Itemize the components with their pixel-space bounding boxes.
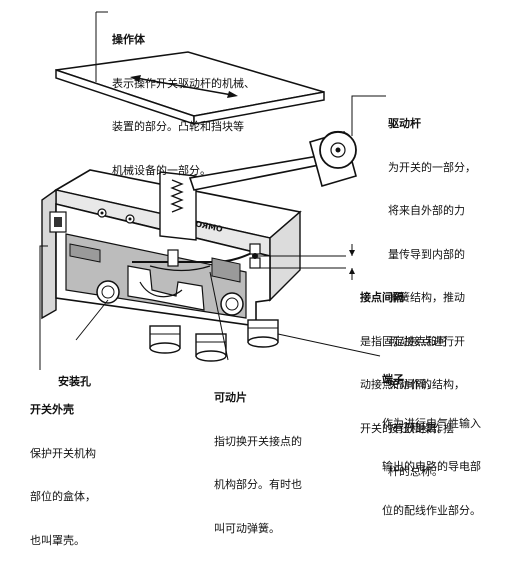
label-housing-line: 部位的盒体， — [30, 490, 96, 503]
label-movable-piece-line: 叫可动弹簧。 — [214, 521, 280, 535]
label-terminal: 端子 作为进行电气性输入 输出的电路的导电部 位的配线作业部分。 — [382, 344, 481, 533]
label-mounting-hole: 安装孔 — [58, 346, 91, 404]
label-lever-line: 为开关的一部分， — [388, 160, 476, 174]
actuator-plate — [55, 51, 325, 126]
label-actuator: 操作体 表示操作开关驱动杆的机械、 装置的部分。凸轮和挡块等 机械设备的一部分。 — [112, 4, 255, 193]
actuator-lever — [159, 130, 357, 241]
label-lever-line: 弹簧结构，推动 — [388, 291, 465, 304]
leader-terminal — [277, 333, 381, 357]
leader-housing — [39, 245, 48, 370]
microswitch-diagram: OMRON — [39, 11, 386, 370]
label-movable-piece-line: 指切换开关接点的 — [214, 434, 302, 448]
label-mounting-hole-title: 安装孔 — [58, 375, 91, 388]
label-terminal-line: 输出的电路的导电部 — [382, 460, 481, 473]
label-housing-line: 保护开关机构 — [30, 446, 96, 460]
label-movable-piece: 可动片 指切换开关接点的 机构部分。有时也 叫可动弹簧。 — [214, 362, 302, 551]
label-actuator-line: 装置的部分。凸轮和挡块等 — [112, 120, 244, 133]
terminal-3 — [247, 319, 279, 348]
label-housing-line: 也叫罩壳。 — [30, 533, 85, 547]
label-contact-gap-line: 动接点的间隔， — [360, 378, 437, 391]
label-movable-piece-line: 机构部分。有时也 — [214, 478, 302, 491]
label-lever-title: 驱动杆 — [388, 117, 421, 130]
label-actuator-title: 操作体 — [112, 33, 145, 46]
label-lever-line: 关动作的结构， — [388, 378, 465, 391]
internal-mechanism — [69, 243, 261, 316]
terminal-2 — [195, 333, 227, 362]
leader-movable-piece — [209, 271, 229, 361]
label-contact-gap-title: 接点间隔 — [360, 291, 404, 304]
label-housing-title: 开关外壳 — [30, 403, 74, 416]
label-actuator-line: 表示操作开关驱动杆的机械、 — [112, 76, 255, 90]
terminals — [149, 319, 279, 362]
label-lever-line: 按钮和操作摆 — [388, 421, 454, 435]
label-lever-line: 将来自外部的力 — [388, 204, 465, 217]
label-terminal-line: 位的配线作业部分。 — [382, 503, 481, 517]
label-actuator-line: 机械设备的一部分。 — [112, 163, 211, 177]
label-movable-piece-title: 可动片 — [214, 391, 247, 404]
leader-mounting-hole — [75, 299, 109, 341]
leader-lines — [39, 95, 386, 370]
label-housing: 开关外壳 保护开关机构 部位的盒体， 也叫罩壳。 — [30, 374, 96, 563]
label-lever-line: 量传导到内部的 — [388, 247, 465, 261]
label-contact-gap-line: 开关的有效距离。 — [360, 421, 448, 435]
leader-lever — [351, 95, 386, 136]
label-contact-gap: 接点间隔 是指固定接点和可 动接点的间隔， 开关的有效距离。 — [360, 262, 448, 451]
terminal-1 — [149, 325, 181, 354]
label-terminal-line: 作为进行电气性输入 — [382, 416, 481, 430]
label-terminal-title: 端子 — [382, 373, 404, 386]
label-contact-gap-line: 是指固定接点和可 — [360, 334, 448, 348]
return-spring — [170, 179, 184, 213]
motion-arrow — [135, 77, 233, 96]
label-lever-line: 可动接点进行开 — [388, 334, 465, 348]
